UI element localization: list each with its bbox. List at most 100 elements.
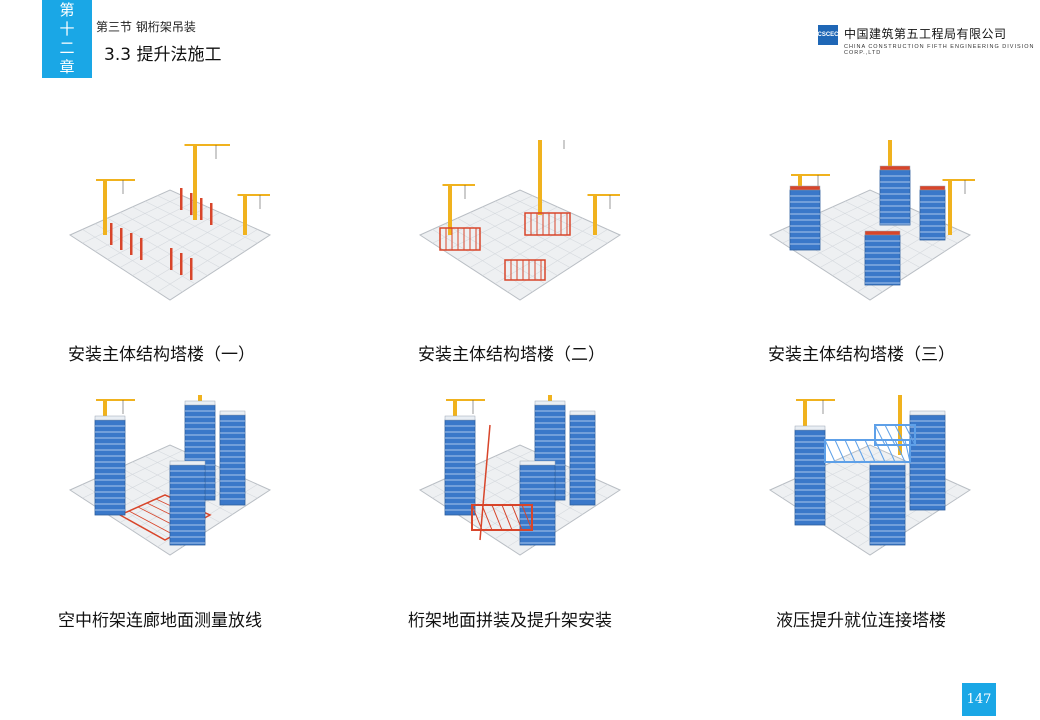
truss-diagonal bbox=[824, 439, 836, 463]
truss-diagonal bbox=[834, 439, 846, 463]
tower-body bbox=[219, 414, 246, 506]
step-1-illustration bbox=[68, 144, 272, 301]
tower-body bbox=[919, 189, 946, 241]
tower-body bbox=[444, 419, 476, 516]
truss-diagonal bbox=[854, 439, 866, 463]
truss-diagonal bbox=[904, 424, 916, 446]
truss-diagonal bbox=[894, 439, 906, 463]
cscec-logo-icon: CSCEC bbox=[818, 25, 839, 45]
steel-column bbox=[190, 193, 193, 215]
ground-grid-line bbox=[132, 217, 233, 276]
tower-roof bbox=[864, 230, 901, 236]
step-5-illustration bbox=[418, 395, 622, 556]
tower-roof bbox=[534, 400, 566, 406]
steel-column bbox=[110, 223, 113, 245]
tower-crane-mast bbox=[193, 145, 197, 220]
tower-crane-mast bbox=[448, 185, 452, 235]
step-6-illustration bbox=[768, 395, 972, 556]
truss-diagonal bbox=[501, 504, 513, 531]
tower-roof bbox=[219, 410, 246, 416]
tower-roof bbox=[794, 425, 826, 431]
ground-grid-line bbox=[119, 212, 221, 268]
layout-grid-line bbox=[128, 510, 175, 536]
tower-crane-mast bbox=[103, 180, 107, 235]
steel-column bbox=[210, 203, 213, 225]
step-3-illustration bbox=[768, 140, 975, 301]
truss-diagonal bbox=[481, 504, 493, 531]
ground-grid-line bbox=[507, 195, 608, 244]
tower-roof bbox=[94, 415, 126, 421]
ground-grid-line bbox=[494, 200, 596, 252]
steel-column bbox=[140, 238, 143, 260]
steel-column bbox=[120, 228, 123, 250]
tower-roof bbox=[569, 410, 596, 416]
step-2-illustration bbox=[418, 140, 622, 301]
ground-grid-line bbox=[482, 206, 583, 260]
layout-grid-outline bbox=[118, 494, 212, 541]
steel-column bbox=[200, 198, 203, 220]
ground-grid-line bbox=[144, 200, 246, 252]
step-4-illustration bbox=[68, 395, 272, 556]
chapter-char: 第 bbox=[59, 1, 75, 19]
tower-body bbox=[794, 429, 826, 526]
steel-column bbox=[170, 248, 173, 270]
company-name-cn: 中国建筑第五工程局有限公司 bbox=[844, 27, 1007, 41]
tower-roof bbox=[919, 185, 946, 191]
tower-roof bbox=[909, 410, 946, 416]
truss-chord bbox=[824, 439, 911, 463]
step-caption: 液压提升就位连接塔楼 bbox=[776, 611, 946, 631]
company-logo: CSCEC 中国建筑第五工程局有限公司 CHINA CONSTRUCTION F… bbox=[818, 25, 1040, 56]
truss-diagonal bbox=[894, 424, 906, 446]
tower-roof bbox=[789, 185, 821, 191]
steel-column bbox=[130, 233, 133, 255]
steel-column bbox=[190, 258, 193, 280]
tower-crane-mast bbox=[243, 195, 247, 235]
chapter-char: 二 bbox=[59, 39, 75, 57]
truss-diagonal bbox=[521, 504, 533, 531]
tower-crane-mast bbox=[538, 140, 542, 215]
steel-frame bbox=[524, 212, 571, 236]
steel-column bbox=[180, 188, 183, 210]
ground-grid-line bbox=[482, 217, 583, 276]
tower-roof bbox=[519, 460, 556, 466]
tower-body bbox=[94, 419, 126, 516]
tower-roof bbox=[879, 165, 911, 171]
truss-diagonal bbox=[874, 439, 886, 463]
ground-grid-line bbox=[507, 229, 608, 293]
ground-grid-line bbox=[844, 200, 946, 252]
ground-grid-line bbox=[132, 206, 233, 260]
chapter-char: 十 bbox=[59, 20, 75, 38]
ground-grid-line bbox=[144, 223, 246, 285]
step-caption: 桁架地面拼装及提升架安装 bbox=[408, 611, 612, 631]
tower-crane-mast bbox=[948, 180, 952, 235]
tower-body bbox=[569, 414, 596, 506]
truss-diagonal bbox=[884, 439, 896, 463]
truss-diagonal bbox=[884, 424, 896, 446]
step-caption: 安装主体结构塔楼（三） bbox=[768, 345, 955, 365]
tower-body bbox=[864, 234, 901, 286]
truss-diagonal bbox=[864, 439, 876, 463]
section-title: 第三节 钢桁架吊装 bbox=[96, 20, 196, 34]
ground-grid-line bbox=[494, 223, 596, 285]
steel-frame bbox=[504, 259, 546, 281]
steel-column bbox=[180, 253, 183, 275]
truss-diagonal bbox=[904, 439, 911, 463]
truss-diagonal bbox=[471, 504, 483, 531]
steel-frame bbox=[439, 227, 481, 251]
tower-body bbox=[879, 169, 911, 226]
lifting-mast bbox=[479, 424, 491, 541]
site-ground bbox=[68, 189, 272, 301]
subsection-title: 3.3 提升法施工 bbox=[104, 45, 222, 65]
tower-roof bbox=[184, 400, 216, 406]
tower-body bbox=[869, 464, 906, 546]
company-name-en: CHINA CONSTRUCTION FIFTH ENGINEERING DIV… bbox=[844, 44, 1035, 56]
chapter-tab: 第 十 二 章 bbox=[42, 0, 92, 78]
ground-grid-line bbox=[157, 229, 258, 293]
truss-diagonal bbox=[844, 439, 856, 463]
tower-crane-mast bbox=[593, 195, 597, 235]
ground-grid-line bbox=[469, 212, 571, 268]
tower-roof bbox=[169, 460, 206, 466]
ground-grid-line bbox=[157, 195, 258, 244]
step-caption: 安装主体结构塔楼（二） bbox=[418, 345, 605, 365]
truss-diagonal bbox=[511, 504, 523, 531]
